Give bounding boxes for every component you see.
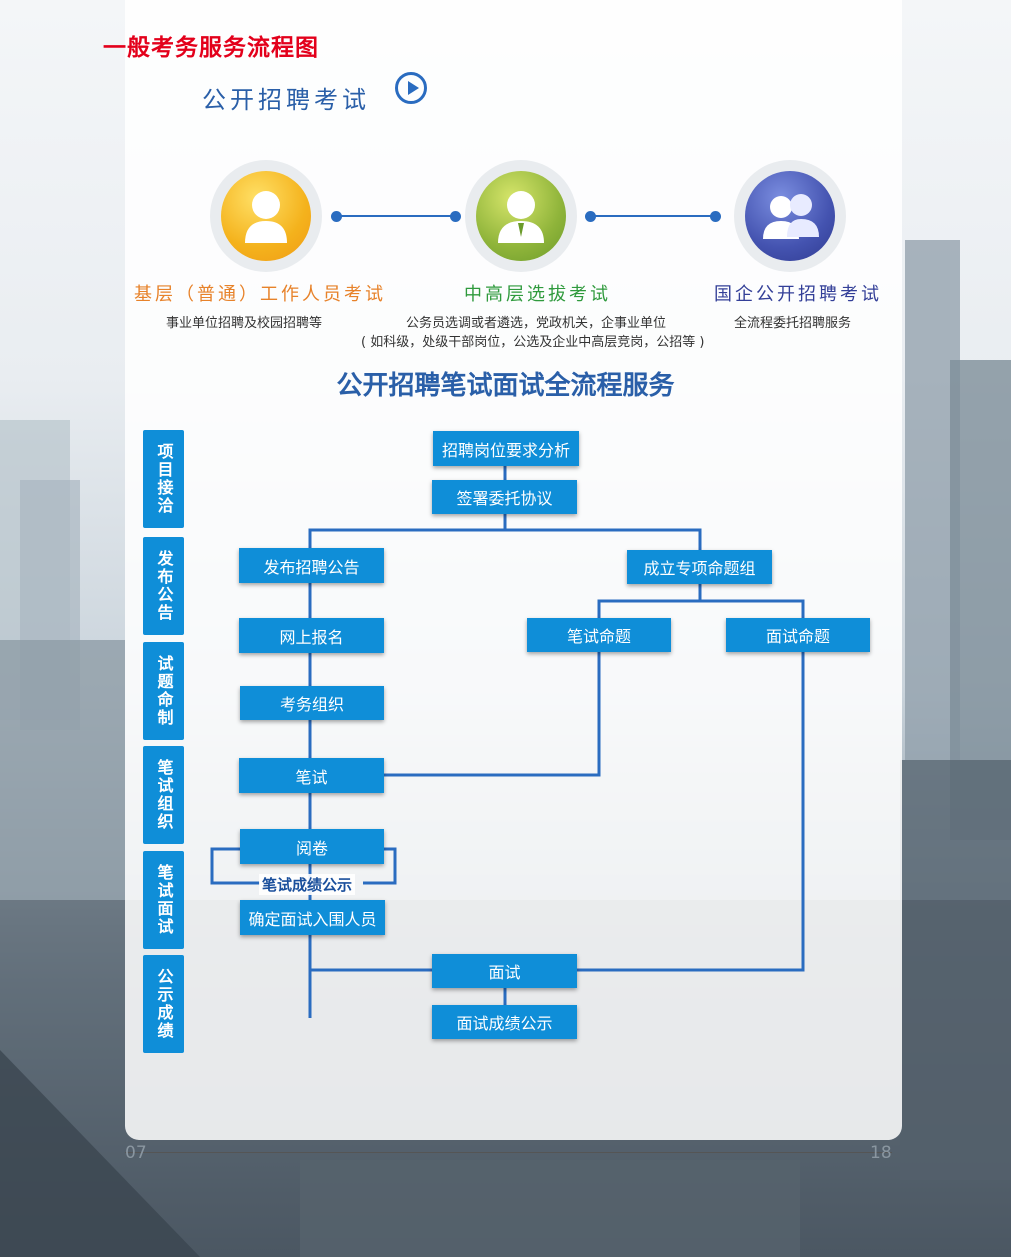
footer-divider [125, 1152, 892, 1153]
category-title-basic: 基层（普通）工作人员考试 [134, 284, 386, 305]
group-icon [745, 171, 835, 261]
connector-dot [710, 211, 721, 222]
category-circle-senior [465, 160, 577, 272]
page-number-left: 07 [125, 1143, 147, 1163]
box-confirm: 确定面试入围人员 [240, 900, 385, 935]
flow-title: 公开招聘笔试面试全流程服务 [336, 371, 675, 401]
box-written-exam: 笔试 [239, 758, 384, 793]
page-number-right: 18 [870, 1143, 892, 1163]
category-desc-basic: 事业单位招聘及校园招聘等 [166, 316, 323, 331]
box-register: 网上报名 [239, 618, 384, 653]
stage-label: 项目接洽 [143, 430, 184, 528]
connector-dot [450, 211, 461, 222]
category-circle-soe [734, 160, 846, 272]
box-written-topic: 笔试命题 [527, 618, 671, 652]
written-result-label: 笔试成绩公示 [259, 874, 356, 895]
businessman-icon [476, 171, 566, 261]
box-analysis: 招聘岗位要求分析 [433, 431, 579, 466]
box-agreement: 签署委托协议 [432, 480, 577, 514]
box-grading: 阅卷 [240, 829, 384, 864]
stage-label: 公示成绩 [143, 955, 184, 1053]
category-circle-basic [210, 160, 322, 272]
box-topic-group: 成立专项命题组 [627, 550, 772, 584]
connector-dot [585, 211, 596, 222]
section-title: 公开招聘考试 [202, 86, 370, 114]
stage-label: 试题命制 [143, 642, 184, 740]
category-desc-soe: 全流程委托招聘服务 [734, 316, 852, 331]
stage-label: 发布公告 [143, 537, 184, 635]
stage-label: 笔试组织 [143, 746, 184, 844]
category-desc-senior-note: ( 如科级，处级干部岗位，公选及企业中高层竞岗，公招等 ) [361, 335, 705, 350]
connector-line [591, 215, 715, 217]
box-interview-topic: 面试命题 [726, 618, 870, 652]
box-exam-org: 考务组织 [240, 686, 384, 720]
connector-dot [331, 211, 342, 222]
box-publish: 发布招聘公告 [239, 548, 384, 583]
box-interview: 面试 [432, 954, 577, 988]
person-icon [221, 171, 311, 261]
category-title-soe: 国企公开招聘考试 [714, 284, 882, 305]
category-desc-senior: 公务员选调或者遴选，党政机关，企事业单位 [406, 316, 667, 331]
stage-label: 笔试面试 [143, 851, 184, 949]
play-icon[interactable] [395, 72, 427, 104]
category-title-senior: 中高层选拔考试 [464, 284, 611, 305]
connector-line [337, 215, 455, 217]
box-interview-result: 面试成绩公示 [432, 1005, 577, 1039]
page-title: 一般考务服务流程图 [103, 35, 319, 61]
